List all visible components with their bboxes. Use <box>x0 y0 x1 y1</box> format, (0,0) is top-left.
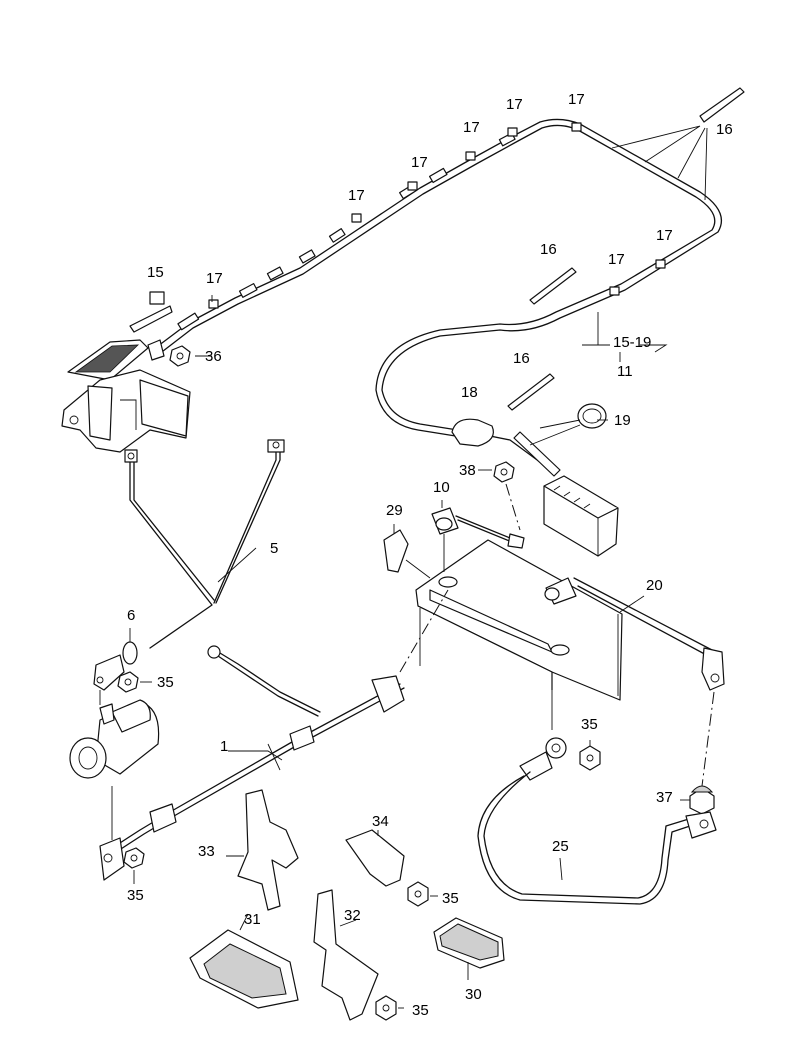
callout-5: 5 <box>270 540 278 557</box>
nut-35-c <box>579 740 601 771</box>
callout-19: 19 <box>614 412 631 429</box>
callout-35: 35 <box>412 1002 429 1019</box>
callout-31: 31 <box>244 911 261 928</box>
callout-1: 1 <box>220 738 228 755</box>
cover-30 <box>433 917 505 980</box>
bracket-32 <box>313 889 404 1021</box>
callout-35: 35 <box>581 716 598 733</box>
callout-11: 11 <box>617 363 633 380</box>
bracket-34 <box>345 829 438 907</box>
callout-37: 37 <box>656 789 673 806</box>
ground-cable-25 <box>477 737 717 905</box>
callout-18: 18 <box>461 384 478 401</box>
callout-17: 17 <box>463 119 480 136</box>
callout-35: 35 <box>157 674 174 691</box>
callout-35: 35 <box>127 887 144 904</box>
heat-shield-31 <box>189 913 299 1009</box>
cap-nut-37 <box>680 785 715 815</box>
callout-17: 17 <box>411 154 428 171</box>
callout-30: 30 <box>465 986 482 1003</box>
callout-15: 15 <box>147 264 164 281</box>
callout-16: 16 <box>540 241 557 258</box>
cable-20 <box>544 577 725 787</box>
fuse-block <box>543 475 619 557</box>
callout-17: 17 <box>348 187 365 204</box>
callout-17: 17 <box>206 270 223 287</box>
callout-16: 16 <box>716 121 733 138</box>
terminal-clamp-10 <box>431 500 525 572</box>
callout-15-19: 15-19 <box>613 334 651 351</box>
callout-17: 17 <box>506 96 523 113</box>
callout-29: 29 <box>386 502 403 519</box>
callout-6: 6 <box>127 607 135 624</box>
battery <box>399 539 623 730</box>
nut-35-b <box>123 847 145 884</box>
callout-25: 25 <box>552 838 569 855</box>
roof-harness <box>129 87 745 477</box>
starter-motor <box>69 690 160 840</box>
nut-36 <box>169 345 191 367</box>
callout-16: 16 <box>513 350 530 367</box>
callout-17: 17 <box>568 91 585 108</box>
callout-36: 36 <box>205 348 222 365</box>
callout-10: 10 <box>433 479 450 496</box>
callout-32: 32 <box>344 907 361 924</box>
callout-33: 33 <box>198 843 215 860</box>
callout-34: 34 <box>372 813 389 830</box>
callout-38: 38 <box>459 462 476 479</box>
nut-38 <box>478 461 521 531</box>
leader-lines <box>195 125 708 446</box>
callout-17: 17 <box>608 251 625 268</box>
callout-35: 35 <box>442 890 459 907</box>
battery-cable-1 <box>99 645 405 881</box>
callout-17: 17 <box>656 227 673 244</box>
fuse-box-holder <box>61 339 191 453</box>
nut-35-a <box>117 671 152 693</box>
wire-5 <box>93 439 285 691</box>
terminal-cap-29 <box>383 524 431 579</box>
callout-20: 20 <box>646 577 663 594</box>
bracket-33 <box>226 789 299 911</box>
